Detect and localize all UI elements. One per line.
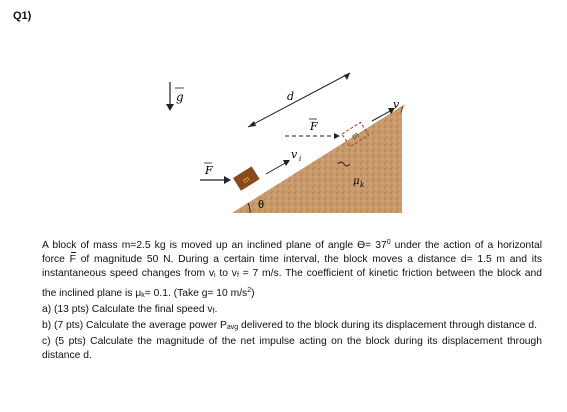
force-arrowhead-dashed (334, 133, 340, 139)
mu-label: μ (353, 176, 360, 187)
mu-subscript: k (360, 181, 364, 189)
theta-label: θ (258, 199, 264, 211)
block-initial: m (233, 166, 260, 191)
gravity-arrowhead (166, 104, 174, 111)
problem-description: A block of mass m=2.5 kg is moved up an … (42, 239, 542, 299)
vi-arrow (265, 161, 288, 175)
distance-label: d (287, 90, 294, 103)
vi-label: v (291, 148, 298, 161)
vf-label: v (393, 98, 400, 111)
block-mass-label-top: m (350, 130, 361, 141)
distance-arrowhead-start (248, 121, 256, 127)
block-mass-label: m (241, 174, 252, 185)
part-a: a) (13 pts) Calculate the final speed vf… (42, 303, 218, 315)
question-number: Q1) (13, 10, 32, 22)
theta-arc (247, 202, 251, 214)
gravity-label: g (176, 90, 184, 104)
part-c: c) (5 pts) Calculate the magnitude of th… (42, 336, 542, 362)
vf-arrowhead (388, 108, 395, 114)
force-label-top: F (309, 120, 318, 133)
force-vector-symbol: F (70, 252, 77, 267)
force-arrowhead (224, 176, 231, 184)
vf-arrow (371, 109, 393, 122)
vi-arrowhead (283, 160, 290, 166)
vf-subscript: f (400, 105, 405, 113)
problem-statement: A block of mass m=2.5 kg is moved up an … (42, 236, 542, 364)
friction-indicator (337, 161, 351, 167)
distance-arrow (247, 72, 351, 128)
distance-arrowhead-end (344, 73, 350, 80)
force-label: F (204, 164, 213, 177)
incline-diagram: g F m θ v i d F m (166, 72, 405, 214)
inclined-plane (232, 106, 402, 213)
part-b: b) (7 pts) Calculate the average power P… (42, 320, 537, 332)
vi-subscript: i (299, 155, 301, 163)
